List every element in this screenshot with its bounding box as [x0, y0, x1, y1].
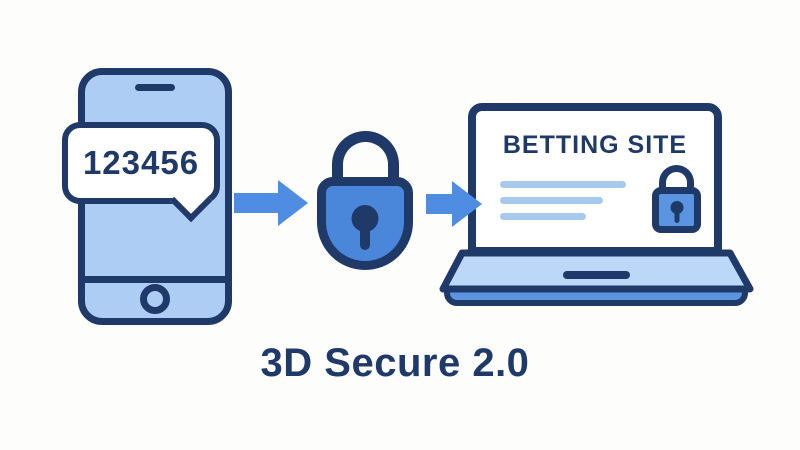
laptop-notch: [563, 271, 630, 279]
lock-shackle: [332, 131, 399, 187]
content-line: [500, 181, 626, 188]
laptop-icon: BETTING SITE: [468, 103, 722, 255]
phone-divider-line: [78, 276, 232, 283]
content-line: [500, 197, 603, 204]
phone-speaker-bar: [135, 84, 175, 91]
content-line: [500, 213, 586, 220]
arrow-right-icon: [234, 180, 308, 226]
small-lock-body: [652, 187, 701, 233]
arrow-right-icon: [426, 181, 500, 227]
small-lock-keyhole: [670, 201, 683, 214]
arrow-shaft: [426, 194, 452, 214]
lock-keyhole-stem: [360, 222, 370, 250]
caption-text: 3D Secure 2.0: [260, 341, 530, 385]
lock-body: [317, 177, 413, 270]
sms-code-text: 123456: [82, 144, 200, 181]
laptop-base: [439, 249, 754, 306]
phone-home-button: [140, 284, 170, 314]
arrow-shaft: [234, 193, 278, 213]
arrow-head: [452, 181, 482, 227]
site-title: BETTING SITE: [502, 131, 688, 159]
small-lock-keyhole-stem: [674, 209, 679, 223]
arrow-head: [278, 180, 308, 226]
small-lock-shackle: [659, 165, 694, 193]
sms-bubble-icon: 123456: [62, 122, 220, 204]
